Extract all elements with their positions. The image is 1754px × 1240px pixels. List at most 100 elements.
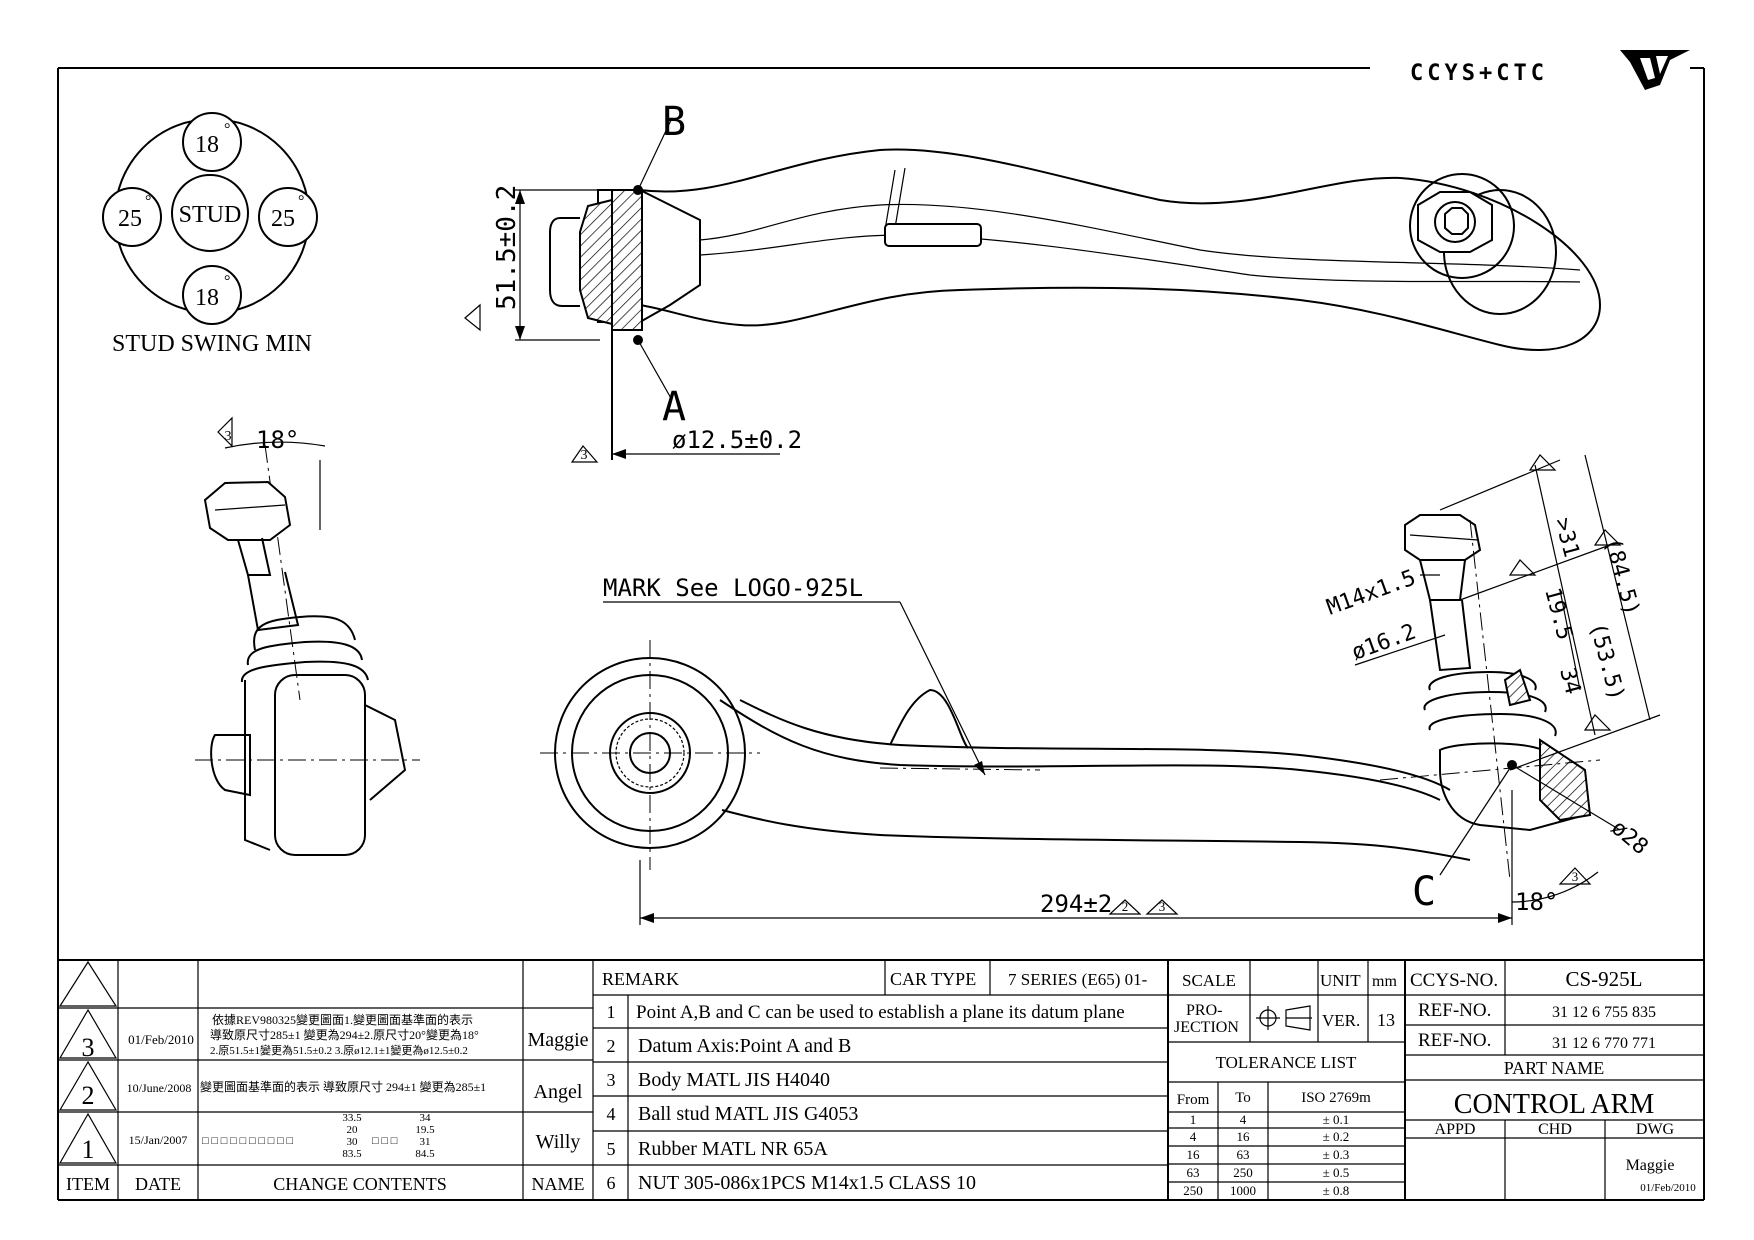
remark-5-no: 5 [607,1139,616,1159]
title-block: CCYS-NO. CS-925L REF-NO. 31 12 6 755 835… [1410,967,1696,1194]
tol-2-from: 4 [1190,1129,1197,1144]
ver-label: VER. [1322,1011,1360,1030]
revision-2-line1: 變更圖面基準面的表示 導致原尺寸 294±1 變更為285±1 [200,1079,486,1094]
dim-top-diameter: ø12.5±0.2 [672,426,802,454]
revision-3-line3: 2.原51.5±1變更為51.5±0.2 3.原ø12.1±1變更為ø12.5±… [210,1043,468,1057]
dim-34: 34 [1554,665,1585,697]
ref-no-label-2: REF-NO. [1418,1030,1491,1051]
swing-left-degree: ° [145,193,151,210]
swing-left-circle [102,187,162,247]
remark-2-no: 2 [607,1036,616,1056]
tol-4-from: 63 [1187,1165,1200,1180]
mark-note: MARK See LOGO-925L [603,574,863,602]
spec-table: SCALE UNIT mm PRO- JECTION VER. 13 TOLER… [1174,971,1397,1198]
projection-line2: JECTION [1174,1019,1239,1036]
revision-3-date: 01/Feb/2010 [128,1032,194,1047]
brand-emblem-icon [1620,50,1690,90]
projection-line1: PRO- [1186,1002,1222,1019]
tol-4-value: ± 0.5 [1323,1165,1350,1180]
swing-top-circle [182,112,242,172]
svg-text:3: 3 [1572,869,1579,884]
car-type-label: CAR TYPE [890,969,976,989]
revision-1-name: Willy [536,1131,581,1153]
dim-19-5: 19.5 [1539,585,1577,643]
remark-4-text: Ball stud MATL JIS G4053 [638,1103,858,1125]
tol-5-to: 1000 [1230,1183,1256,1198]
dim-rev-3-marker: 3 [1159,899,1166,914]
unit-label: UNIT [1320,971,1361,990]
revision-header-date: DATE [135,1174,181,1194]
revision-1-date: 15/Jan/2007 [129,1133,188,1147]
point-c-label: C [1412,869,1436,915]
swing-bottom-degree: ° [224,273,230,290]
drawn-date: 01/Feb/2010 [1640,1182,1696,1194]
car-type-value: 7 SERIES (E65) 01- [1008,970,1148,989]
revision-header-item: ITEM [66,1174,110,1194]
dim-53-5: (53.5) [1584,620,1629,703]
revision-1-b3: 31 [420,1136,431,1148]
scale-label: SCALE [1182,971,1236,990]
front-view-dimensions: MARK See LOGO-925L C 294±2 2 3 18° 3 >31… [603,454,1661,925]
part-name-value: CONTROL ARM [1454,1089,1655,1120]
svg-text:3: 3 [581,448,588,463]
point-a-label: A [662,384,686,430]
projection-symbol-icon [1256,1005,1312,1031]
swing-top-value: 18 [195,132,219,158]
tol-1-to: 4 [1240,1112,1247,1127]
remark-2-text: Datum Axis:Point A and B [638,1035,851,1057]
swing-right-circle [258,187,318,247]
remark-table: REMARK CAR TYPE 7 SERIES (E65) 01- 1 Poi… [602,969,1148,1194]
tol-5-from: 250 [1183,1183,1203,1198]
tol-3-value: ± 0.3 [1323,1147,1350,1162]
revision-1-a3: 30 [347,1136,359,1148]
remark-6-text: NUT 305-086x1PCS M14x1.5 CLASS 10 [638,1172,976,1194]
revision-1-a4: 83.5 [342,1148,362,1160]
stud-swing-diagram: 18 ° 18 ° 25 ° 25 ° STUD STUD SWING MIN [102,112,318,357]
tolerance-title: TOLERANCE LIST [1216,1053,1357,1072]
revision-3-name: Maggie [527,1029,588,1051]
dim-length: 294±2 [1040,890,1112,918]
dwg-label: DWG [1636,1121,1675,1138]
swing-bottom-circle [182,265,242,325]
remark-header: REMARK [602,969,679,989]
ref-no-value-2: 31 12 6 770 771 [1552,1035,1656,1052]
revision-3-line1: 依據REV980325變更圖面1.變更圖面基準面的表示 [212,1012,473,1027]
tol-header-to: To [1235,1090,1251,1106]
title-block-grid [58,959,1704,1200]
dim-84-5: (84.5) [1599,535,1644,618]
tol-header-from: From [1177,1092,1210,1108]
datum-marker-3-side: 3 [225,429,232,444]
ccys-no-value: CS-925L [1565,967,1642,991]
tol-2-to: 16 [1237,1129,1251,1144]
front-view-arm [540,514,1621,881]
revision-1-item: 1 [82,1135,95,1164]
tol-5-value: ± 0.8 [1323,1183,1350,1198]
revision-2-date: 10/June/2008 [127,1081,192,1095]
swing-center-circle [171,174,249,252]
swing-right-value: 25 [271,206,295,232]
swing-bottom-value: 18 [195,285,219,311]
revision-1-mid: □ □ □ [372,1135,398,1147]
remark-1-no: 1 [607,1002,616,1022]
dim-top-height: 51.5±0.2 [492,185,522,310]
swing-left-value: 25 [118,206,142,232]
dim-shank-dia: ø16.2 [1349,619,1420,665]
stud-swing-title: STUD SWING MIN [112,331,312,357]
tol-2-value: ± 0.2 [1323,1129,1350,1144]
revision-header-name: NAME [532,1174,585,1194]
dim-rev-2-marker: 2 [1122,899,1129,914]
revision-1-a1: 33.5 [342,1112,362,1124]
side-view-stud: 3 18° [195,416,420,856]
swing-top-degree: ° [224,121,230,138]
ccys-no-label: CCYS-NO. [1410,970,1498,991]
revision-1-b4: 84.5 [415,1148,435,1160]
point-b-label: B [662,99,686,145]
revision-1-a2: 20 [347,1124,359,1136]
revision-1-line1: □ □ □ □ □ □ □ □ □ □ [202,1135,294,1147]
top-view-arm [549,117,1602,460]
brand-logo-text: CCYS+CTC [1410,61,1548,86]
revision-2-item: 2 [82,1081,95,1110]
top-view-dimensions: B A 51.5±0.2 ø12.5±0.2 3 [464,99,802,463]
revision-1-b1: 34 [420,1112,432,1124]
